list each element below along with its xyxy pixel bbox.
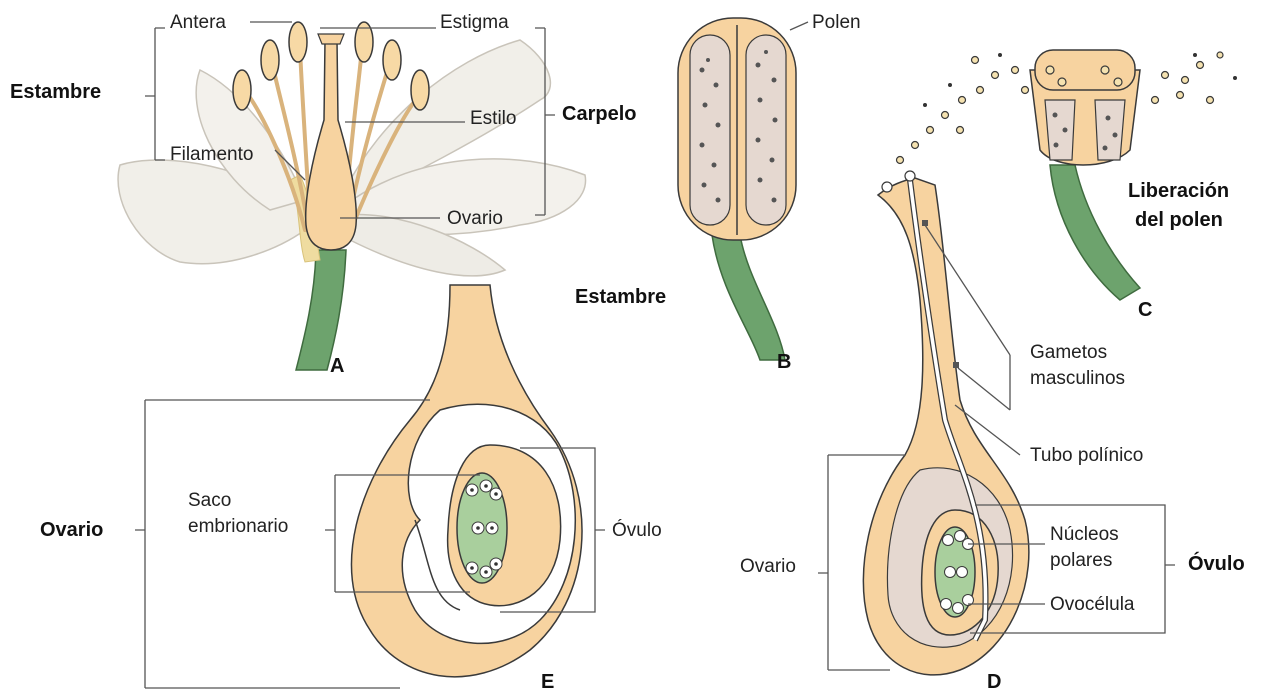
label-tubo: Tubo polínico [1030, 445, 1143, 466]
label-gametos-2: masculinos [1030, 368, 1125, 389]
label-nucleos-2: polares [1050, 550, 1112, 571]
pollen-release-illustration [897, 50, 1238, 300]
anther-illustration [678, 18, 808, 360]
label-polen: Polen [812, 12, 861, 33]
label-saco-1: Saco [188, 490, 231, 511]
flower-stem [296, 250, 346, 370]
pollen-grain-d2 [882, 182, 892, 192]
panel-letter-d: D [987, 671, 1001, 691]
label-estambre-b: Estambre [575, 286, 666, 308]
panel-letter-c: C [1138, 299, 1152, 321]
label-nucleos-1: Núcleos [1050, 524, 1119, 545]
label-ovocelula: Ovocélula [1050, 594, 1135, 615]
pollen-sac-right [746, 35, 786, 225]
panel-letter-b: B [777, 351, 791, 373]
stigma [318, 34, 344, 44]
label-ovulo-d: Óvulo [1188, 551, 1245, 575]
open-anther-filament [1050, 165, 1140, 300]
pollen-sac-left [690, 35, 730, 225]
label-ovario-d: Ovario [740, 556, 796, 577]
label-estambre-a: Estambre [10, 81, 101, 103]
anther-filament [712, 235, 785, 360]
label-ovulo-e: Óvulo [612, 519, 662, 541]
label-liberacion-2: del polen [1135, 209, 1223, 231]
label-ovario-a: Ovario [447, 208, 503, 229]
flower-illustration [118, 22, 585, 370]
label-antera: Antera [170, 12, 226, 33]
label-carpelo: Carpelo [562, 103, 636, 125]
fertilization-illustration [863, 171, 1029, 675]
panel-c-annotations: Liberación del polen C [1128, 180, 1229, 321]
label-filamento: Filamento [170, 144, 253, 165]
label-estilo: Estilo [470, 108, 516, 129]
label-ovario-e: Ovario [40, 519, 103, 541]
label-estigma: Estigma [440, 12, 509, 33]
ovary-section-illustration [351, 285, 582, 677]
panel-letter-a: A [330, 355, 344, 377]
label-saco-2: embrionario [188, 516, 288, 537]
pollen-grain-d1 [905, 171, 915, 181]
panel-letter-e: E [541, 671, 554, 691]
label-liberacion-1: Liberación [1128, 180, 1229, 202]
label-gametos-1: Gametos [1030, 342, 1107, 363]
